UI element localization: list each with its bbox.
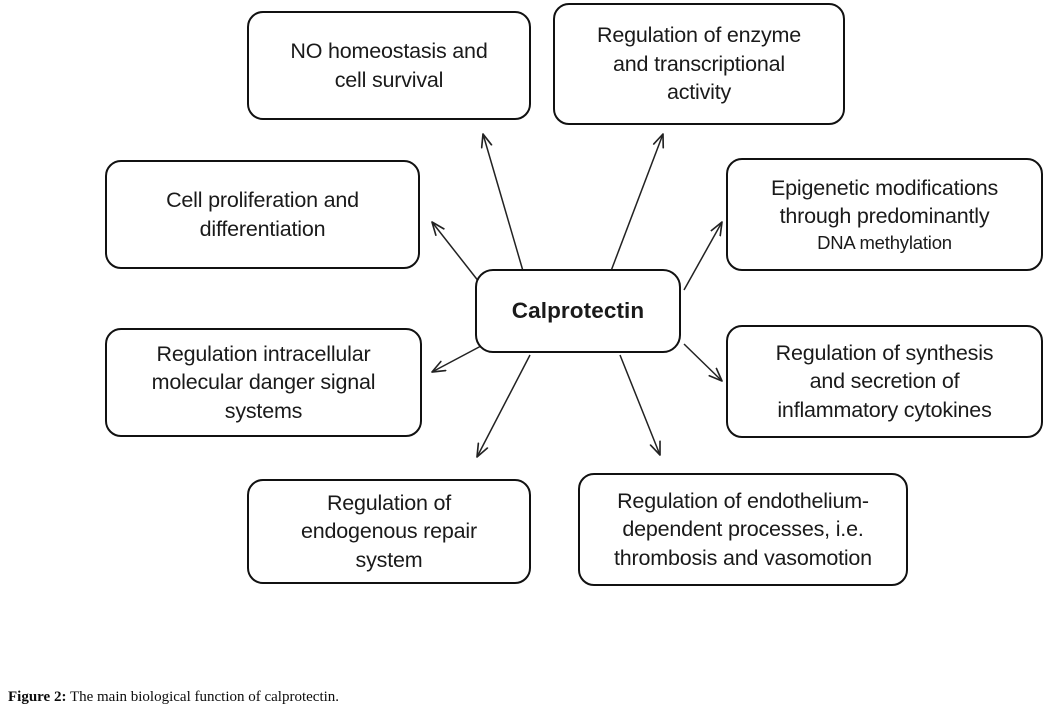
node-danger-signal[interactable]: Regulation intracellular molecular dange… [105,328,422,437]
node-endogenous-repair-label: Regulation of endogenous repair system [301,490,477,572]
figure-caption: Figure 2: The main biological function o… [8,688,1038,706]
node-cell-proliferation-label: Cell proliferation and differentiation [166,187,359,241]
figure-caption-prefix: Figure 2: [8,689,67,705]
node-endogenous-repair[interactable]: Regulation of endogenous repair system [247,479,531,584]
node-no-homeostasis[interactable]: NO homeostasis and cell survival [247,11,531,120]
node-cytokines-label: Regulation of synthesis and secretion of… [775,340,994,422]
node-enzyme-transcription-label: Regulation of enzyme and transcriptional… [597,23,801,105]
node-calprotectin[interactable]: Calprotectin [475,269,681,353]
node-epigenetic-label: Epigenetic modifications through predomi… [770,175,999,229]
node-cell-proliferation[interactable]: Cell proliferation and differentiation [105,160,420,269]
arrow-to-endogenous-repair [477,354,531,457]
arrow-to-cytokines [683,343,722,381]
figure-canvas: Calprotectin NO homeostasis and cell sur… [105,3,1043,586]
node-no-homeostasis-label: NO homeostasis and cell survival [290,38,488,92]
arrow-to-epigenetic [683,222,722,291]
arrow-to-no-homeostasis [483,134,524,272]
node-danger-signal-label: Regulation intracellular molecular dange… [151,341,376,423]
node-epigenetic[interactable]: Epigenetic modifications through predomi… [726,158,1043,271]
arrow-to-cell-proliferation [432,222,484,288]
arrow-to-enzyme-transcription [610,134,663,272]
node-endothelium-label: Regulation of endothelium- dependent pro… [614,488,872,570]
arrow-to-endothelium [619,354,660,455]
arrow-to-danger-signal [432,345,482,372]
node-enzyme-transcription[interactable]: Regulation of enzyme and transcriptional… [553,3,845,125]
node-calprotectin-label: Calprotectin [511,298,645,324]
node-cytokines[interactable]: Regulation of synthesis and secretion of… [726,325,1043,438]
node-epigenetic-sublabel: DNA methylation [817,232,952,254]
figure-caption-text: The main biological function of calprote… [66,689,340,705]
node-epigenetic-text-group: Epigenetic modifications through predomi… [738,174,1031,255]
node-endothelium[interactable]: Regulation of endothelium- dependent pro… [578,473,908,586]
